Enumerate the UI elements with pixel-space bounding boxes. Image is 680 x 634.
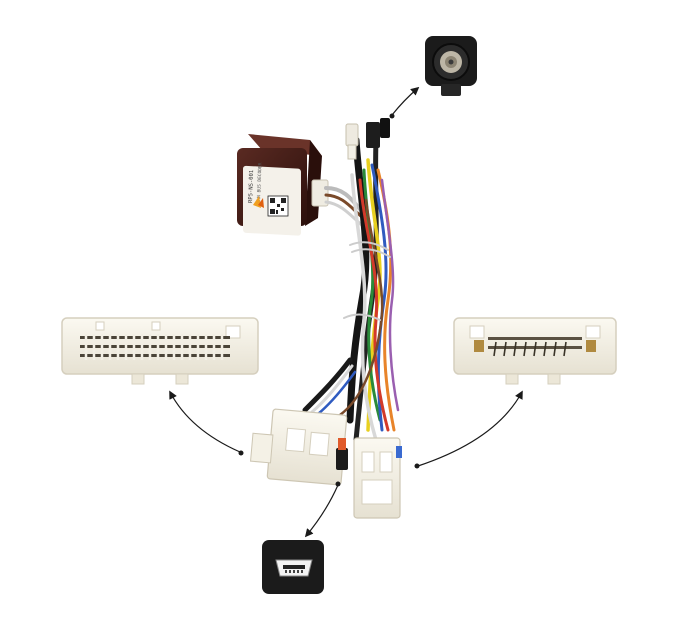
- mini-usb-port-icon: [262, 540, 324, 594]
- plug-left-white: [250, 408, 348, 486]
- decoder-box-icon: RP5-NS-001 CAN BUS DECODER: [237, 134, 329, 236]
- rca-socket-icon: [425, 36, 477, 96]
- qr-code: [267, 195, 289, 217]
- arrow-to-right-connector: [417, 390, 523, 467]
- top-plugs: [345, 118, 390, 160]
- arrow-to-usb-port: [304, 484, 339, 538]
- arrow-to-rca: [391, 86, 420, 116]
- plug-right-white: [353, 437, 402, 519]
- connector-left: [61, 317, 259, 385]
- module-label-line1: RP5-NS-001: [248, 170, 255, 203]
- plug-small-black: [336, 438, 348, 470]
- arrow-to-left-connector: [169, 390, 241, 453]
- module-label-line2: CAN BUS DECODER: [256, 162, 263, 203]
- pointer-arrows: [169, 86, 523, 538]
- wire-harness: [302, 136, 400, 443]
- connector-right: [453, 317, 617, 385]
